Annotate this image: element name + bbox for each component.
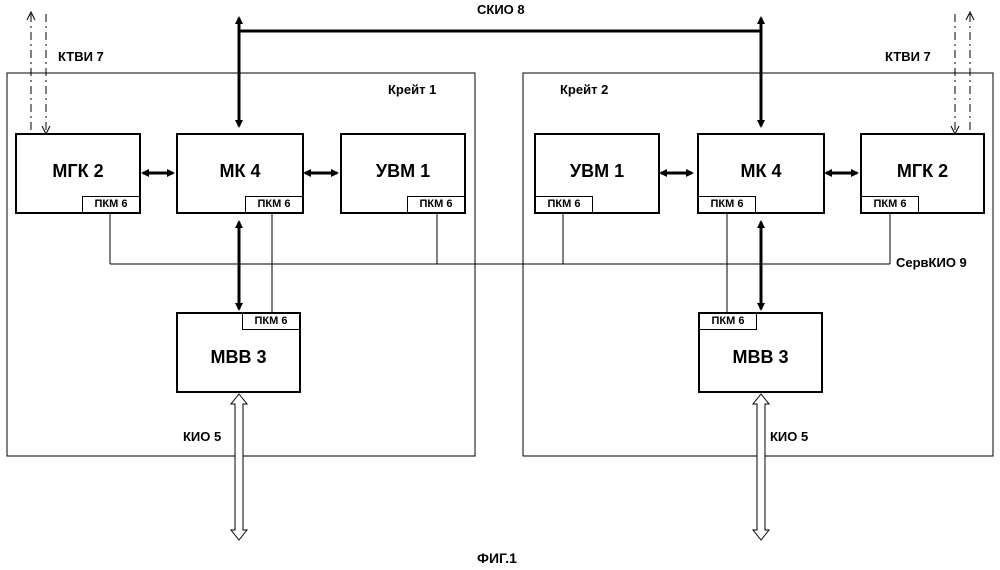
crate-1-uvm-block: УВМ 1 ПКМ 6 [340, 133, 466, 214]
skio-label: СКИО 8 [477, 2, 525, 17]
crate-1-mk-block: МК 4 ПКМ 6 [176, 133, 304, 214]
crate-1-mk-label: МК 4 [219, 161, 261, 181]
crate-2-title: Крейт 2 [560, 82, 609, 97]
crate-1-mvv-label: МВВ 3 [210, 347, 267, 367]
crate-2-mk-label: МК 4 [740, 161, 782, 181]
servkio-bus [109, 214, 891, 313]
crate-2-uvm-pkm: ПКМ 6 [535, 196, 593, 213]
crate-1-mgk-label: МГК 2 [52, 161, 104, 181]
kio-left-label: КИО 5 [183, 429, 222, 444]
servkio-label: СервКИО 9 [896, 255, 967, 270]
crate-2-mvv-label: МВВ 3 [732, 347, 789, 367]
ktvi-right-arrow-up [965, 10, 975, 21]
crate-2-uvm-block: УВМ 1 ПКМ 6 [534, 133, 660, 214]
crate-1-title: Крейт 1 [388, 82, 437, 97]
crate-2-links [659, 169, 859, 311]
ktvi-left-label: КТВИ 7 [58, 49, 104, 64]
ktvi-right [954, 14, 971, 133]
figure-caption: ФИГ.1 [477, 550, 517, 566]
crate-2-mvv-pkm: ПКМ 6 [699, 313, 757, 330]
crate-1-uvm-label: УВМ 1 [375, 161, 431, 181]
skio-bus [235, 16, 765, 128]
crate-1-uvm-pkm: ПКМ 6 [407, 196, 465, 213]
crate-2-mgk-pkm: ПКМ 6 [861, 196, 919, 213]
crate-1-mvv-pkm: ПКМ 6 [242, 313, 300, 330]
crate-2-mgk-block: МГК 2 ПКМ 6 [860, 133, 985, 214]
crate-2-mgk-label: МГК 2 [896, 161, 949, 181]
crate-1-mgk-pkm: ПКМ 6 [82, 196, 140, 213]
kio-right [751, 393, 771, 541]
ktvi-right-label: КТВИ 7 [885, 49, 931, 64]
kio-right-label: КИО 5 [770, 429, 809, 444]
crate-1-mvv-block: ПКМ 6 МВВ 3 [176, 312, 301, 393]
crate-2-mk-pkm: ПКМ 6 [698, 196, 756, 213]
crate-1-links [141, 169, 339, 311]
crate-1-mk-pkm: ПКМ 6 [245, 196, 303, 213]
ktvi-left [30, 14, 47, 133]
kio-left [229, 393, 249, 541]
crate-2-mk-block: МК 4 ПКМ 6 [697, 133, 825, 214]
crate-2-uvm-label: УВМ 1 [569, 161, 625, 181]
ktvi-left-arrow-up [26, 10, 36, 21]
crate-1-mgk-block: МГК 2 ПКМ 6 [15, 133, 141, 214]
crate-2-mvv-block: ПКМ 6 МВВ 3 [698, 312, 823, 393]
